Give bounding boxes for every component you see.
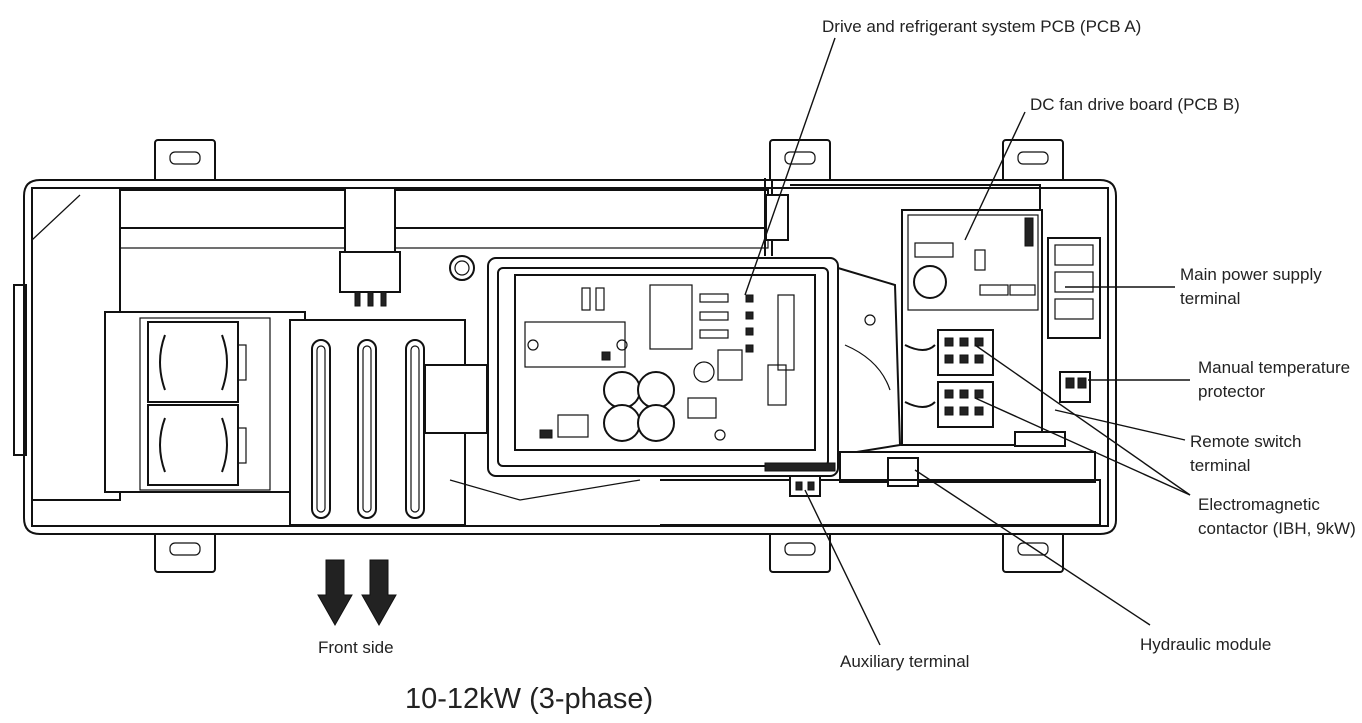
label-contactor-line1: Electromagnetic [1198, 495, 1320, 514]
label-manual-temp-line2: protector [1198, 382, 1265, 401]
label-auxiliary-terminal: Auxiliary terminal [840, 652, 969, 671]
label-remote-switch-line2: terminal [1190, 456, 1250, 475]
right-compartment [660, 184, 1101, 526]
label-main-power-line2: terminal [1180, 289, 1240, 308]
label-contactor-line2: contactor (IBH, 9kW) [1198, 519, 1356, 538]
label-pcb-a: Drive and refrigerant system PCB (PCB A) [822, 17, 1141, 36]
leader-lines [744, 37, 1191, 646]
compressor-unit [104, 311, 306, 493]
label-hydraulic-module: Hydraulic module [1140, 635, 1271, 654]
mounting-bracket [154, 529, 1064, 573]
mounting-bracket [154, 139, 1064, 183]
pcb-a-board [487, 257, 839, 477]
label-manual-temp-line1: Manual temperature [1198, 358, 1350, 377]
diagram-caption: 10-12kW (3-phase) [405, 683, 653, 715]
label-remote-switch-line1: Remote switch [1190, 432, 1301, 451]
label-front-side: Front side [318, 638, 394, 657]
label-main-power-line1: Main power supply [1180, 265, 1322, 284]
heat-exchanger-coils [289, 319, 641, 526]
front-side-arrows [317, 559, 397, 627]
label-pcb-b: DC fan drive board (PCB B) [1030, 95, 1240, 114]
